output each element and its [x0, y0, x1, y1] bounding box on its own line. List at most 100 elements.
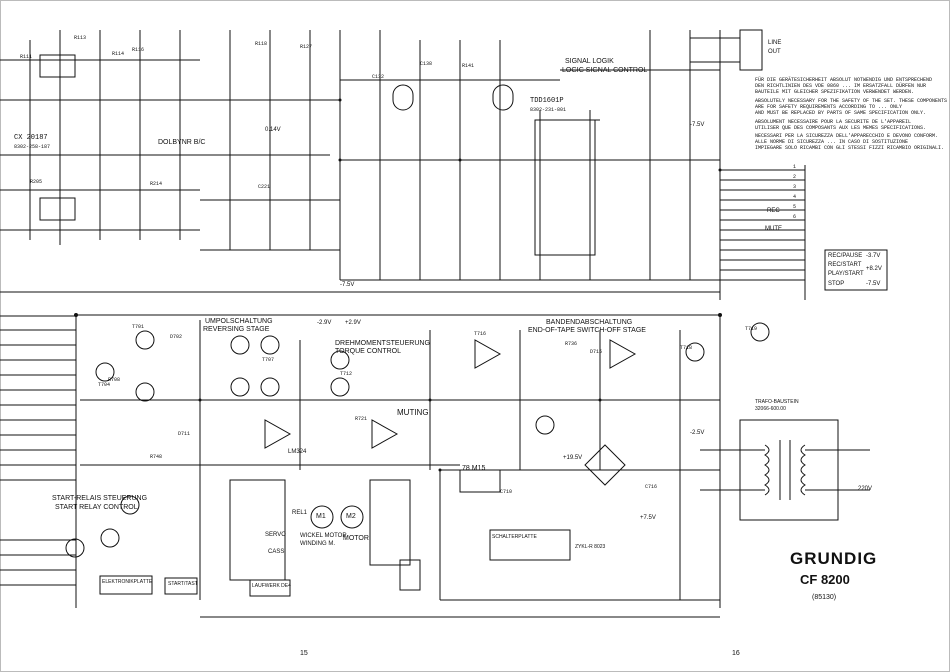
safety-note-7: ABSOLUMENT NECESSAIRE POUR LA SECURITE D… [755, 119, 912, 125]
winding-motor-label-1: WICKEL MOTOR [300, 533, 347, 539]
line-out-label-2: OUT [768, 49, 781, 55]
regulator-label: 78 M15 [462, 465, 486, 472]
pin-number: 1 [793, 164, 797, 170]
trafo-label-1: TRAFO-BAUSTEIN [755, 399, 799, 405]
component-label: R113 [74, 35, 87, 41]
cass-label: CASS [268, 549, 285, 555]
motor-m2: M2 [346, 513, 356, 520]
component-label: T719 [745, 326, 758, 332]
voltage-label: -2.5V [690, 430, 705, 436]
mute-label: MUTE [765, 226, 782, 232]
safety-note-8: UTILISER QUE DES COMPOSANTS AUX LES MEME… [755, 125, 927, 131]
footer-label-laufwerk: LAUFWERK DE4 [252, 583, 291, 589]
component-label: C716 [645, 484, 658, 490]
component-label: T701 [132, 324, 145, 330]
component-label: R111 [20, 54, 33, 60]
mode-stop-value: -7.5V [866, 281, 881, 287]
pin-number: 4 [793, 194, 797, 200]
component-label: T704 [98, 382, 111, 388]
block-label-drehmoment-1: DREHMOMENTSTEUERUNG [335, 340, 430, 347]
mode-stop: STOP [828, 281, 845, 287]
component-label: T716 [474, 331, 487, 337]
safety-note-2: DEN RICHTLINIEN DES VDE 0860 ... IM ERSA… [755, 83, 927, 89]
winding-motor-label-2: WINDING M. [300, 541, 335, 547]
block-label-signal-logic-2: LOGIC SIGNAL CONTROL [562, 67, 648, 74]
motor-label: MOTOR [343, 535, 369, 542]
safety-note-3: BAUTEILE MIT GLEICHER SPEZIFIKATION VERW… [755, 89, 915, 95]
safety-note-11: IMPIEGARE SOLO RICAMBI CON GLI STESSI FI… [755, 145, 945, 151]
pin-number: 3 [793, 184, 797, 190]
component-label: R748 [150, 454, 163, 460]
block-label-umpol-1: UMPOLSCHALTUNG [205, 318, 273, 325]
block-label-bandende-2: END-OF-TAPE SWITCH-OFF STAGE [528, 327, 646, 334]
component-label: D702 [170, 334, 183, 340]
model-number: CF 8200 [800, 572, 850, 587]
voltage-label: +7.5V [640, 515, 656, 521]
footer-label-zykl: ZYKL-R 8023 [575, 544, 606, 550]
mode-rec-pause: REC/PAUSE [828, 253, 863, 259]
ic-label-tdd: TDD1601P [530, 97, 564, 105]
safety-note-4: ABSOLUTELY NECESSARY FOR THE SAFETY OF T… [755, 98, 948, 104]
trafo-label-2: 32066-600.00 [755, 406, 786, 412]
component-label: R114 [112, 51, 125, 57]
component-label: T707 [262, 357, 275, 363]
component-label: T718 [680, 345, 693, 351]
block-label-dolby: DOLBYNR B/C [158, 139, 206, 146]
voltage-label: -7.5V [340, 282, 355, 288]
footer-label-elektronik: ELEKTRONIKPLATTE [102, 579, 153, 585]
rec-label: REC [767, 208, 780, 214]
pin-number: 5 [793, 204, 797, 210]
mode-rec-start: REC/START [828, 262, 862, 268]
opamp-label: LM324 [288, 449, 307, 455]
footer-label-schalterplatte: SCHALTERPLATTE [492, 534, 537, 540]
component-label: R116 [132, 47, 145, 53]
footer-label-start-tast: START/TAST [168, 581, 198, 587]
component-label: C132 [372, 74, 385, 80]
block-label-bandende-1: BANDENDABSCHALTUNG [546, 319, 633, 326]
voltage-label: -2.9V [317, 320, 332, 326]
block-label-start-relay-1: START-RELAIS STEUERUNG [52, 495, 148, 502]
voltage-label: 0.14V [265, 127, 281, 133]
ic-part-tdd: 8302-231-801 [530, 107, 567, 113]
safety-note-5: ARE FOR SAFETY REQUIREMENTS ACCORDING TO… [755, 104, 903, 110]
component-label: R736 [565, 341, 578, 347]
component-label: C138 [420, 61, 433, 67]
component-label: R214 [150, 181, 163, 187]
voltage-label: +19.5V [563, 455, 583, 461]
component-label: R205 [30, 179, 43, 185]
component-label: R141 [462, 63, 475, 69]
brand-logo: GRUNDIG [790, 549, 878, 568]
component-label: R708 [108, 377, 121, 383]
mode-rec-start-value: +8.2V [866, 266, 882, 272]
block-label-start-relay-2: START RELAY CONTROL [55, 504, 138, 511]
voltage-label: +2.9V [345, 320, 361, 326]
mode-play-start: PLAY/START [828, 271, 864, 277]
component-label: D715 [590, 349, 603, 355]
pin-number: 6 [793, 214, 797, 220]
component-label: C221 [258, 184, 271, 190]
safety-note-1: FÜR DIE GERÄTESICHERHEIT ABSOLUT NOTWEND… [755, 77, 933, 83]
motor-m1: M1 [316, 513, 326, 520]
page-number-left: 15 [300, 650, 308, 657]
safety-note-10: ALLE NORME DI SICUREZZA ... IN CASO DI S… [755, 139, 909, 145]
component-label: R721 [355, 416, 368, 422]
component-label: D711 [178, 431, 191, 437]
line-out-label-1: LINE [768, 40, 782, 46]
component-label: R127 [300, 44, 313, 50]
block-label-drehmoment-2: TORQUE CONTROL [335, 348, 401, 355]
document-code: (85130) [812, 594, 837, 601]
component-label: C710 [500, 489, 513, 495]
relay-label: REL1 [292, 510, 308, 516]
safety-note-6: AND MUST BE REPLACED BY PARTS OF SAME SP… [755, 110, 927, 116]
mode-rec-pause-value: -3.7V [866, 253, 881, 259]
servo-label: SERVO [265, 532, 286, 538]
pin-number: 2 [793, 174, 797, 180]
page-number-right: 16 [732, 650, 740, 657]
safety-note-9: NECESSARI PER LA SICUREZZA DELL'APPARECC… [755, 133, 939, 139]
ic-label-cx: CX 20187 [14, 134, 48, 142]
component-label: T712 [340, 371, 353, 377]
block-label-muting: MUTING [397, 408, 429, 417]
block-label-umpol-2: REVERSING STAGE [203, 326, 270, 333]
block-label-signal-logic-1: SIGNAL LOGIK [565, 58, 614, 65]
